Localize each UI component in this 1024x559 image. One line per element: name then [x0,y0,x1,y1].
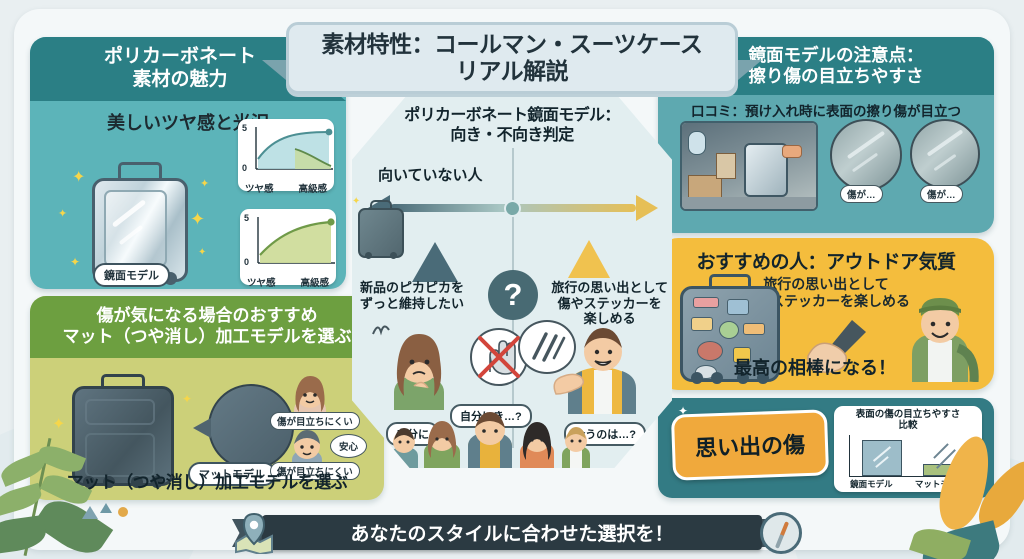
panel-outdoor-sub-line1: 旅行の思い出として [763,276,889,292]
worry-squiggle-icon [372,325,390,336]
matte-bubble-bottom: 傷が目立ちにくい [270,462,360,480]
hand-writing-icon [807,320,866,373]
scratch-bubble-left: 傷が… [840,185,883,203]
panel-outdoor-recommendation: おすすめの人：アウトドア気質 旅行の思い出として 傷やステッカーを楽しめる [658,238,994,390]
triangle-decoration [82,506,98,519]
panel-matte-footer: マット（つや消し）加工モデルを選ぶ [66,473,348,492]
sparkle-icon: ✦ [200,178,210,190]
chart-2-y-max: 5 [244,213,250,223]
panel-polycarbonate-heading-line2: 素材の魅力 [132,69,228,90]
happy-man-illustration [553,328,636,414]
matte-model-label: マットモデル [188,462,276,486]
page-title-line1: 素材特性：コールマン・スーツケース [321,30,703,57]
bar-chart-plot [849,434,973,477]
panel-outdoor-subheading: 旅行の思い出として 傷やステッカーを楽しめる [658,276,994,310]
marker-triangle-left [412,242,458,282]
panel-matte-heading: 傷が気になる場合のおすすめ マット（つや消し）加工モデルを選ぶ [30,296,384,358]
center-suitcase-icon [358,200,404,259]
chart-1-plot [255,127,333,170]
panel-outdoor-sub-line2: 傷やステッカーを楽しめる [742,293,910,310]
sparkle-icon: ✦ [72,169,86,186]
sparkle-icon: ✦ [352,196,361,207]
sparkle-icon: ✦ [58,208,68,220]
matte-suitcase-illustration [72,374,174,488]
sparkle-icon: ✦ [52,416,66,433]
center-left-text: 新品のピカピカを ずっと維持したい [360,280,464,311]
scratch-marks-bubble [518,320,576,374]
panel-suitability-judgement: ポリカーボネート鏡面モデル： 向き・不向き判定 向いていない人 ✦ ? 新品のピ… [352,92,672,468]
bar-chart-title-line1: 表面の傷の目立ちやすさ [855,409,961,420]
bar-mirror-model [862,439,902,476]
panel-matte-heading-line1: 傷が気になる場合のおすすめ [96,306,318,326]
sticker-suitcase-illustration [680,274,780,384]
panel-polycarbonate-heading-line1: ポリカーボネート [103,46,256,68]
center-title-line1: ポリカーボネート鏡面モデル： [404,107,620,124]
scratch-closeup-right [910,119,980,189]
compass-icon [760,512,802,554]
marker-triangle-right [568,240,610,278]
sparkle-icon: ✦ [70,255,81,269]
bar-chart-xlabel-1: 鏡面モデル [850,478,893,489]
chart-2-plot [257,217,335,264]
center-right-line3: 楽しめる [583,311,636,327]
matte-bubble-top: 傷が目立ちにくい [270,412,360,430]
sparkle-icon: ✦ [190,209,206,229]
center-right-text: 旅行の思い出として 傷やステッカーを 楽しめる [551,280,668,327]
center-left-line1: 新品のピカピカを [360,280,465,295]
chart-2-xlabel-2: 高級感 [300,278,329,289]
chart-2-y-min: 0 [244,257,250,267]
center-title: ポリカーボネート鏡面モデル： 向き・不向き判定 [352,92,672,146]
panel-matte-heading-line2: マット（つや消し）加工モデルを選ぶ [62,327,352,346]
panel-scratch-subheading: 口コミ：預け入れ時に表面の擦り傷が目立つ [691,104,961,119]
page-title-line2: リアル解説 [455,58,569,84]
triangle-decoration [100,503,112,513]
panel-outdoor-footer: 最高の相棒になる！ [734,358,896,378]
mirror-model-label: 鏡面モデル [93,263,170,287]
chart-gloss-luxury-1: 5 0 ツヤ感 高級感 [238,119,334,195]
baggage-loading-illustration [680,121,818,211]
panel-matte-recommendation: 傷が気になる場合のおすすめ マット（つや消し）加工モデルを選ぶ ✦ ✦ ✦ マッ… [30,296,384,500]
bar-chart-title-line2: 比較 [898,419,918,431]
question-mark-badge: ? [488,270,538,320]
bar-chart-xlabel-2: マットモデル [914,478,966,489]
chart-gloss-luxury-2: 5 0 ツヤ感 高級感 [240,209,336,289]
chart-2-xlabel-1: ツヤ感 [247,278,276,289]
sparkle-icon: ✦ [198,247,207,258]
outdoor-person-illustration [912,298,979,382]
matte-bubble-reassure: 安心 [330,434,368,458]
chart-1-y-min: 0 [242,163,248,173]
chart-1-xlabel-1: ツヤ感 [245,184,274,195]
center-left-line2: ずっと維持したい [360,295,465,311]
title-ribbon-left-wing [262,60,286,80]
scratch-closeup-left [830,119,902,191]
title-ribbon-right-wing [738,60,762,80]
memory-badge: 思い出の傷 [670,409,830,481]
panel-polycarbonate-subheading: 美しいツヤ感と光沢 [107,113,269,133]
page-title: 素材特性：コールマン・スーツケース リアル解説 [286,22,738,94]
worried-woman-illustration [394,334,444,410]
scratch-bubble-right: 傷が… [920,185,963,203]
center-right-line2: 傷やステッカーを [557,295,662,311]
panel-scratch-heading-line2: 擦り傷の目立ちやすさ [748,66,924,86]
axis-label-unsuited: 向いていない人 [378,167,483,184]
plant-decoration-left [0,415,164,559]
axis-center-node [504,200,521,217]
sparkle-icon: ✦ [678,404,689,418]
sparkle-icon: ✦ [182,392,193,406]
plant-decoration-right [874,429,1024,559]
cta-banner: あなたのスタイルに合わせた選択を！ [262,515,762,550]
chart-1-xlabel-2: 高級感 [298,184,327,195]
center-title-line2: 向き・不向き判定 [450,127,574,144]
map-pin-icon [235,512,273,554]
panel-scratch-heading-line1: 鏡面モデルの注意点： [748,44,924,65]
crowd-illustration [390,412,590,468]
chart-1-y-max: 5 [242,123,248,133]
panel-outdoor-heading: おすすめの人：アウトドア気質 [696,252,956,273]
dot-decoration [118,507,128,517]
center-right-line1: 旅行の思い出として [551,280,668,295]
